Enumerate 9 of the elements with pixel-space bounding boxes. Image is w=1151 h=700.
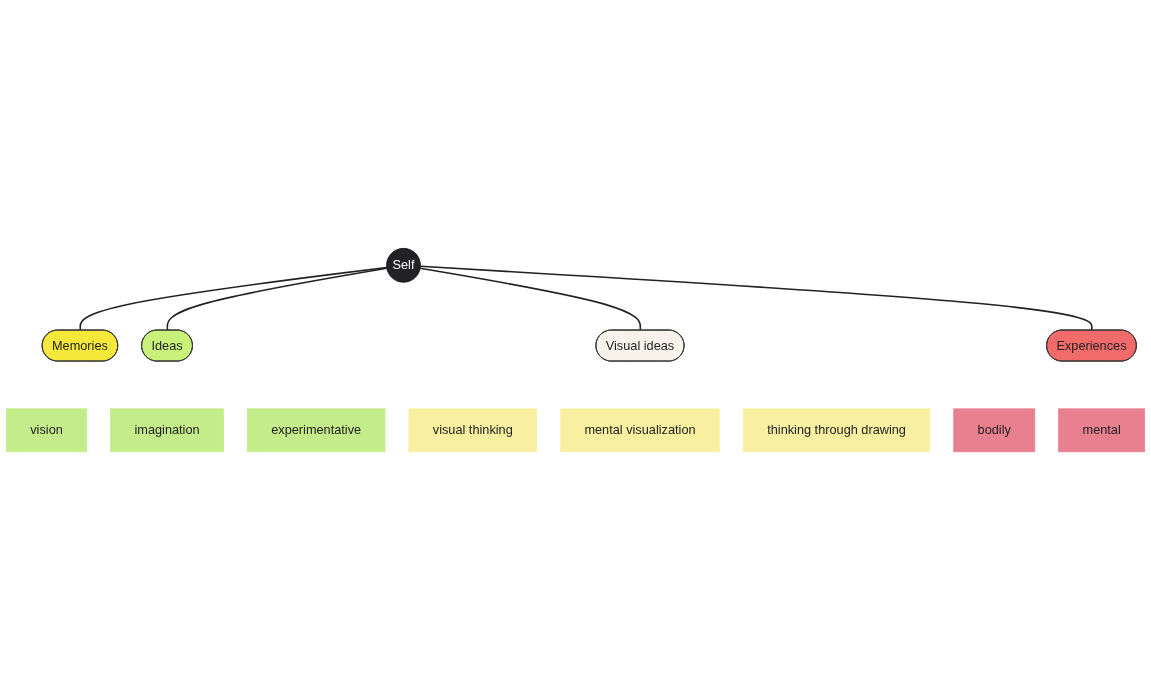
node-box: imagination [110,408,224,453]
node-box: vision [5,408,88,453]
node-box: mental [1058,408,1146,453]
node-box: experimentative [246,408,386,453]
node-box: thinking through drawing [742,408,931,453]
node-box: visual thinking [408,408,538,453]
node-box: bodily [953,408,1036,453]
node-circle: Self [386,247,421,283]
node-box: mental visualization [560,408,720,453]
